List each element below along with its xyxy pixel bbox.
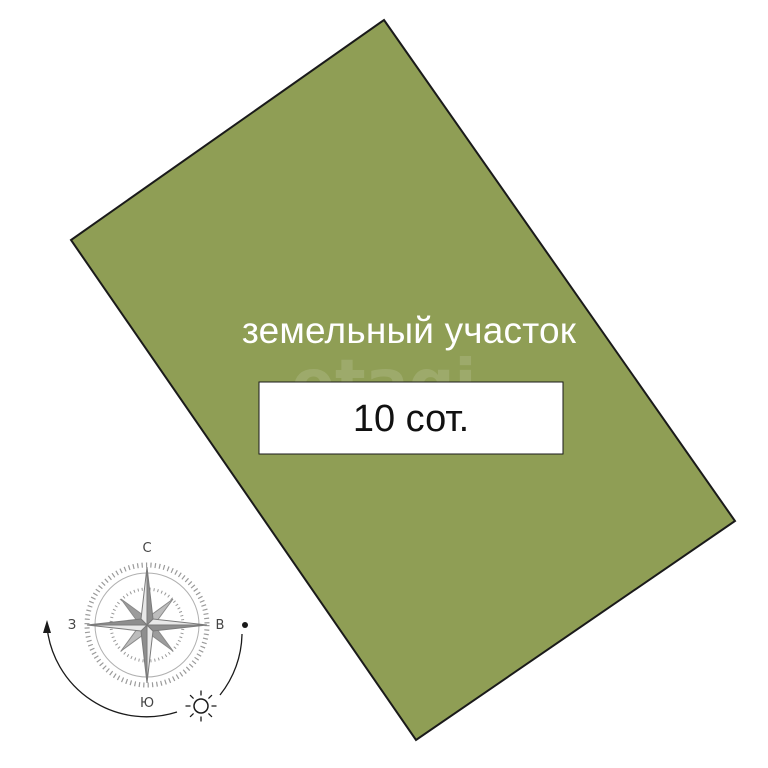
plot-label: земельный участок xyxy=(242,310,577,351)
compass-north-label: С xyxy=(142,541,151,556)
compass-rose-icon xyxy=(84,562,210,688)
sun-path-arrow-icon xyxy=(43,620,248,718)
compass-south-label: Ю xyxy=(140,696,154,711)
compass-east-label: В xyxy=(216,618,225,633)
sun-icon xyxy=(185,690,217,722)
compass-west-label: З xyxy=(68,618,76,633)
area-value: 10 сот. xyxy=(353,398,469,440)
land-plot-shape xyxy=(69,18,737,742)
area-value-box xyxy=(258,381,564,455)
